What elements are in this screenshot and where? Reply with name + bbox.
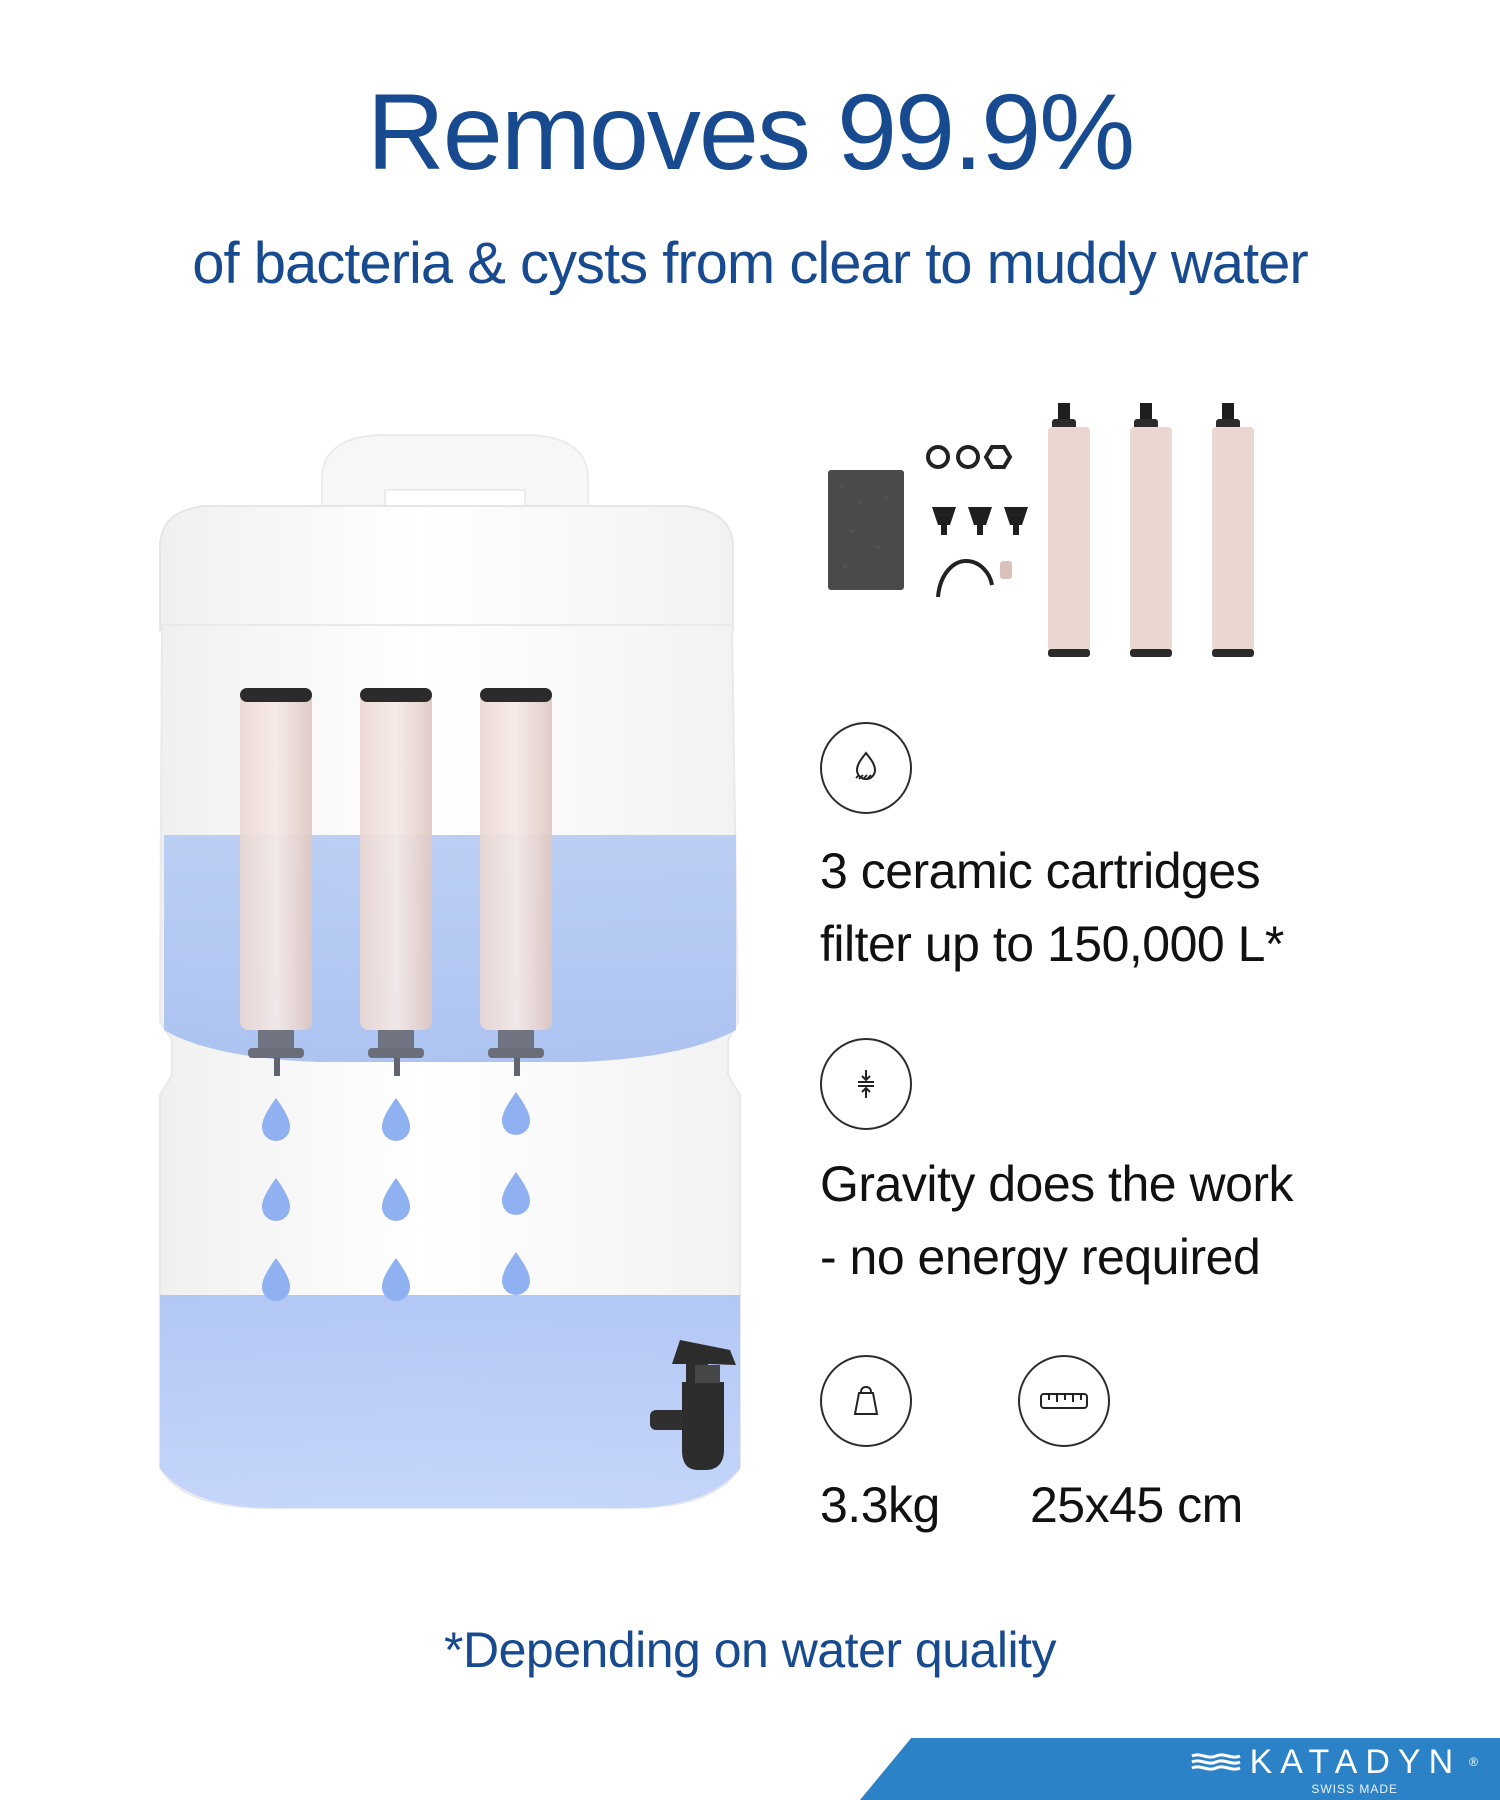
feature-cartridges-text: 3 ceramic cartridges filter up to 150,00… (820, 835, 1284, 980)
water-filter-illustration (158, 434, 741, 1509)
brand-name: KATADYN (1249, 1742, 1462, 1781)
weight-value: 3.3kg (820, 1477, 940, 1533)
spare-cartridge-1 (1048, 403, 1090, 657)
spare-cartridge-2 (1130, 403, 1172, 657)
ceramic-cartridge-left (240, 688, 312, 1076)
brand-bar: KATADYN ® SWISS MADE (860, 1738, 1500, 1800)
filter-kit-parts-illustration (828, 403, 1254, 657)
feature-cartridges-line-2: filter up to 150,000 L* (820, 915, 1284, 972)
feature-cartridges-line-1: 3 ceramic cartridges (820, 843, 1261, 899)
ruler-icon (1018, 1355, 1110, 1447)
feature-gravity-text: Gravity does the work - no energy requir… (820, 1148, 1294, 1293)
ceramic-cartridge-right (480, 688, 552, 1076)
dimensions-value: 25x45 cm (1030, 1477, 1243, 1533)
weight-icon (820, 1355, 912, 1447)
logo-waves-icon (1190, 1753, 1241, 1771)
spigot (650, 1340, 736, 1470)
ceramic-cartridge-center (360, 688, 432, 1076)
filter-drop-icon (820, 722, 912, 814)
feature-gravity-line-1: Gravity does the work (820, 1156, 1294, 1212)
page-title: Removes 99.9% (366, 71, 1135, 192)
brand-tagline: SWISS MADE (1311, 1782, 1398, 1796)
brand-logo: KATADYN ® (1158, 1742, 1478, 1781)
page-subtitle: of bacteria & cysts from clear to muddy … (192, 231, 1308, 296)
water-drops (262, 1092, 530, 1301)
registered-mark: ® (1469, 1755, 1478, 1769)
spare-cartridge-3 (1212, 403, 1254, 657)
gravity-arrows-icon (820, 1038, 912, 1130)
feature-gravity-line-2: - no energy required (820, 1228, 1261, 1285)
water-quality-footnote: *Depending on water quality (444, 1622, 1056, 1678)
